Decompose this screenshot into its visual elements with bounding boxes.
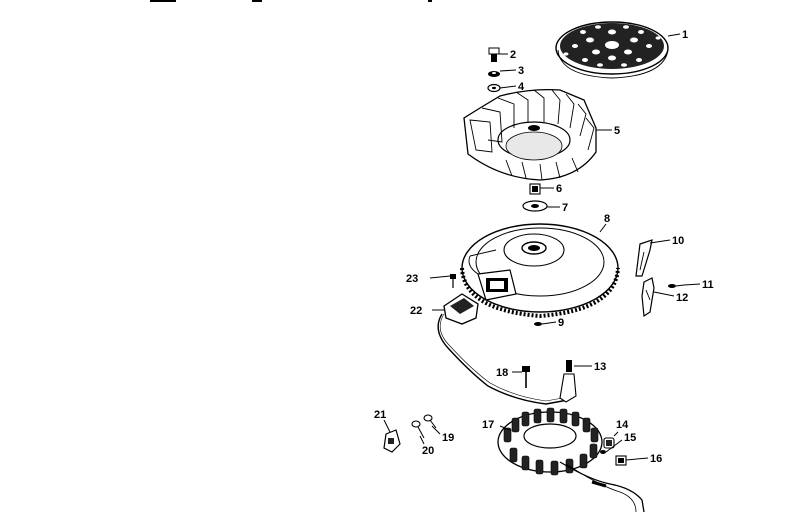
part-21-boot (383, 429, 401, 453)
part-2-bolt (488, 47, 500, 62)
callout-7: 7 (562, 202, 568, 214)
part-17-stator (497, 407, 645, 513)
callout-18: 18 (496, 367, 508, 379)
part-15-washer (600, 450, 606, 454)
part-23-screw (450, 274, 456, 288)
part-18-screw (522, 366, 530, 388)
callout-19: 19 (442, 432, 454, 444)
part-12-clip (641, 277, 655, 318)
callout-12: 12 (676, 292, 688, 304)
part-5-fan (463, 88, 597, 181)
leader-lines (383, 33, 701, 461)
callout-16: 16 (650, 453, 662, 465)
callout-22: 22 (410, 305, 422, 317)
part-9-key (534, 322, 542, 326)
callout-3: 3 (518, 65, 524, 77)
callout-1: 1 (682, 29, 688, 41)
callout-8: 8 (604, 213, 610, 225)
part-6-nut (529, 183, 541, 195)
callout-17: 17 (482, 419, 494, 431)
part-10-bracket (635, 239, 653, 277)
callout-4: 4 (518, 81, 525, 93)
part-1-screen (555, 21, 669, 79)
callout-14: 14 (616, 419, 629, 431)
part-16-nut (615, 455, 627, 466)
callout-15: 15 (624, 432, 636, 444)
callout-5: 5 (614, 125, 620, 137)
callout-6: 6 (556, 183, 562, 195)
part-13-terminal (559, 360, 577, 403)
part-20-clip (411, 420, 425, 439)
callout-9: 9 (558, 317, 564, 329)
callout-11: 11 (702, 279, 714, 291)
part-22-ignition-module (437, 293, 569, 405)
callout-13: 13 (594, 361, 606, 373)
callout-labels: 1 2 3 4 5 6 7 8 9 10 11 12 13 14 15 16 1… (374, 29, 714, 465)
part-11-screw (668, 284, 685, 288)
callout-2: 2 (510, 49, 516, 61)
callout-23: 23 (406, 273, 418, 285)
part-8-flywheel (460, 223, 620, 319)
callout-20: 20 (422, 445, 434, 457)
part-3-washer (488, 71, 500, 77)
part-14-connector (603, 437, 615, 449)
callout-10: 10 (672, 235, 684, 247)
part-19-washer (423, 414, 437, 429)
callout-21: 21 (374, 409, 386, 421)
part-7-washer (522, 200, 548, 212)
part-4-nut (487, 83, 501, 93)
